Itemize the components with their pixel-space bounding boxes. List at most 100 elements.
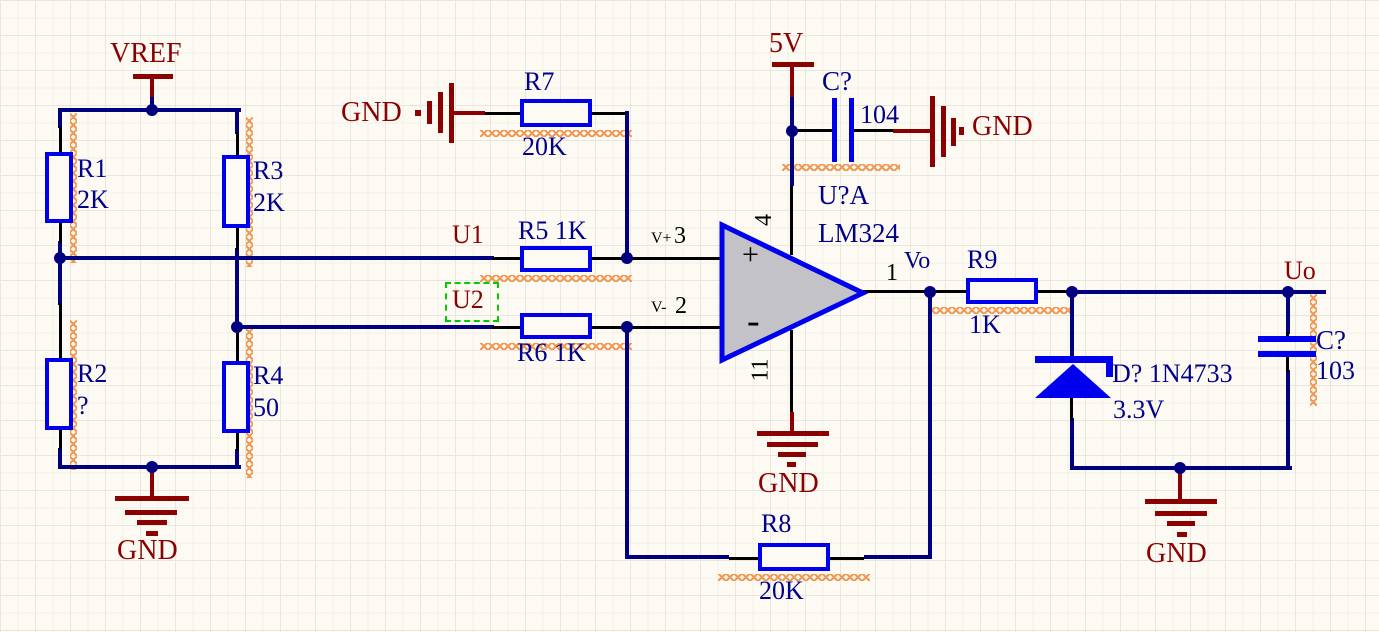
wire-segment[interactable] <box>235 110 239 134</box>
pin-wire[interactable] <box>1038 290 1072 293</box>
junction-dot[interactable] <box>54 252 66 264</box>
pin-wire[interactable] <box>790 186 793 255</box>
r9-value[interactable]: 1K <box>969 310 1001 339</box>
gnd-label[interactable]: GND <box>972 111 1033 142</box>
pin-wire[interactable] <box>592 326 627 329</box>
capacitor-c-bypass-plate[interactable] <box>832 98 837 162</box>
c-bypass-designator[interactable]: C? <box>822 66 852 96</box>
gnd-symbol-bar[interactable] <box>415 110 421 116</box>
opamp-part[interactable]: LM324 <box>818 218 899 248</box>
wire-segment[interactable] <box>235 325 494 329</box>
pin-wire[interactable] <box>236 433 239 451</box>
r8-value[interactable]: 20K <box>759 576 804 605</box>
gnd-label[interactable]: GND <box>758 468 819 499</box>
wire-segment[interactable] <box>58 241 62 260</box>
pin-wire[interactable] <box>59 223 62 243</box>
pin-wire[interactable] <box>592 257 627 260</box>
junction-dot[interactable] <box>1066 286 1078 298</box>
r6-label[interactable]: R6 1K <box>517 338 586 367</box>
junction-dot[interactable] <box>621 321 633 333</box>
gnd-symbol-stem[interactable] <box>454 111 485 115</box>
pin-wire[interactable] <box>854 129 894 132</box>
pin-wire[interactable] <box>236 132 239 155</box>
pin-wire[interactable] <box>830 557 864 560</box>
pin-wire[interactable] <box>236 329 239 361</box>
r3-designator[interactable]: R3 <box>253 156 284 185</box>
wire-segment[interactable] <box>864 555 932 559</box>
net-label-u1[interactable]: U1 <box>452 220 484 249</box>
gnd-symbol-bar[interactable] <box>1155 511 1207 516</box>
wire-segment[interactable] <box>1070 292 1074 362</box>
gnd-symbol-stem[interactable] <box>150 467 154 498</box>
junction-dot[interactable] <box>786 125 798 137</box>
pin-wire[interactable] <box>627 257 722 260</box>
pin-wire[interactable] <box>592 112 627 115</box>
wire-segment[interactable] <box>1286 292 1290 334</box>
gnd-symbol-bar[interactable] <box>427 101 432 124</box>
resistor-r9-body[interactable] <box>966 278 1038 304</box>
wire-segment[interactable] <box>790 131 794 186</box>
opamp-body[interactable] <box>716 219 868 367</box>
gnd-symbol-bar[interactable] <box>959 127 964 135</box>
pin-wire[interactable] <box>1286 332 1289 338</box>
capacitor-c-output-plate[interactable] <box>1258 336 1316 342</box>
c-output-value[interactable]: 103 <box>1316 356 1355 385</box>
wire-segment[interactable] <box>625 111 629 260</box>
capacitor-c-output-plate[interactable] <box>1258 351 1316 357</box>
wire-segment[interactable] <box>625 327 629 559</box>
power-port-vref-stem[interactable] <box>150 79 154 97</box>
gnd-symbol-bar[interactable] <box>767 442 818 447</box>
gnd-symbol-stem[interactable] <box>893 129 932 133</box>
pin-wire[interactable] <box>492 257 522 260</box>
wire-segment[interactable] <box>625 555 729 559</box>
junction-dot[interactable] <box>146 104 158 116</box>
r5-label[interactable]: R5 1K <box>518 216 587 245</box>
power-port-5v-stem[interactable] <box>790 67 794 97</box>
wire-segment[interactable] <box>1070 290 1290 294</box>
wire-segment[interactable] <box>1288 290 1326 294</box>
resistor-r2-body[interactable] <box>45 358 73 430</box>
resistor-r1-body[interactable] <box>45 152 73 223</box>
pin-wire[interactable] <box>59 303 62 358</box>
resistor-r8-body[interactable] <box>758 543 830 571</box>
r1-designator[interactable]: R1 <box>77 154 108 183</box>
wire-segment[interactable] <box>58 260 62 305</box>
gnd-symbol-bar[interactable] <box>951 118 956 146</box>
capacitor-c-bypass-plate[interactable] <box>849 98 854 162</box>
power-port-vref-bar[interactable] <box>133 74 173 79</box>
net-label-vo[interactable]: Vo <box>904 248 931 274</box>
gnd-symbol-stem[interactable] <box>1178 468 1182 499</box>
resistor-r6-body[interactable] <box>520 313 592 339</box>
zener-label[interactable]: D? 1N4733 <box>1112 359 1233 388</box>
r4-value[interactable]: 50 <box>253 393 279 422</box>
wire-segment[interactable] <box>1070 418 1074 470</box>
junction-dot[interactable] <box>1282 286 1294 298</box>
wire-segment[interactable] <box>150 96 154 110</box>
power-port-5v-bar[interactable] <box>772 62 814 67</box>
gnd-symbol-bar[interactable] <box>1167 521 1195 526</box>
zener-diode-triangle[interactable] <box>1033 360 1113 402</box>
gnd-symbol-bar[interactable] <box>146 531 158 536</box>
junction-dot[interactable] <box>621 252 633 264</box>
r9-designator[interactable]: R9 <box>967 245 998 274</box>
r2-value[interactable]: ? <box>77 391 89 420</box>
pin-wire[interactable] <box>790 330 793 412</box>
gnd-symbol-bar[interactable] <box>930 96 935 167</box>
resistor-r7-body[interactable] <box>520 99 592 127</box>
power-port-5v-label[interactable]: 5V <box>769 28 804 59</box>
gnd-symbol-bar[interactable] <box>125 510 177 515</box>
wire-segment[interactable] <box>58 256 494 260</box>
pin-wire[interactable] <box>794 129 832 132</box>
c-output-designator[interactable]: C? <box>1316 325 1346 355</box>
wire-segment[interactable] <box>58 448 62 467</box>
gnd-label[interactable]: GND <box>341 97 402 128</box>
gnd-symbol-bar[interactable] <box>1145 499 1217 504</box>
r2-designator[interactable]: R2 <box>77 359 108 388</box>
pin-wire[interactable] <box>59 430 62 450</box>
junction-dot[interactable] <box>231 321 243 333</box>
wire-segment[interactable] <box>1286 370 1290 470</box>
wire-segment[interactable] <box>235 449 239 467</box>
resistor-r3-body[interactable] <box>222 155 250 228</box>
junction-dot[interactable] <box>146 461 158 473</box>
zener-cathode-bar[interactable] <box>1035 356 1113 363</box>
